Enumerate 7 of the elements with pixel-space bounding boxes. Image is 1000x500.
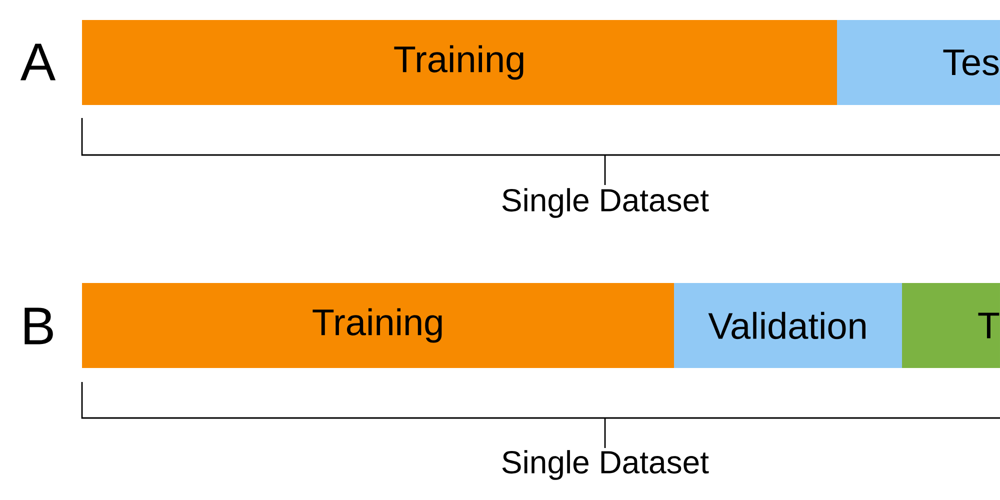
bar-segment: T [902,283,1000,368]
bar-segment: Training [82,20,837,105]
bar-segment: Validation [674,283,902,368]
bar-segment: Training [82,283,674,368]
bracket-label: Single Dataset [502,188,709,218]
bracket-label: Single Dataset [502,450,709,480]
bar-segment: Tes [837,20,1000,105]
